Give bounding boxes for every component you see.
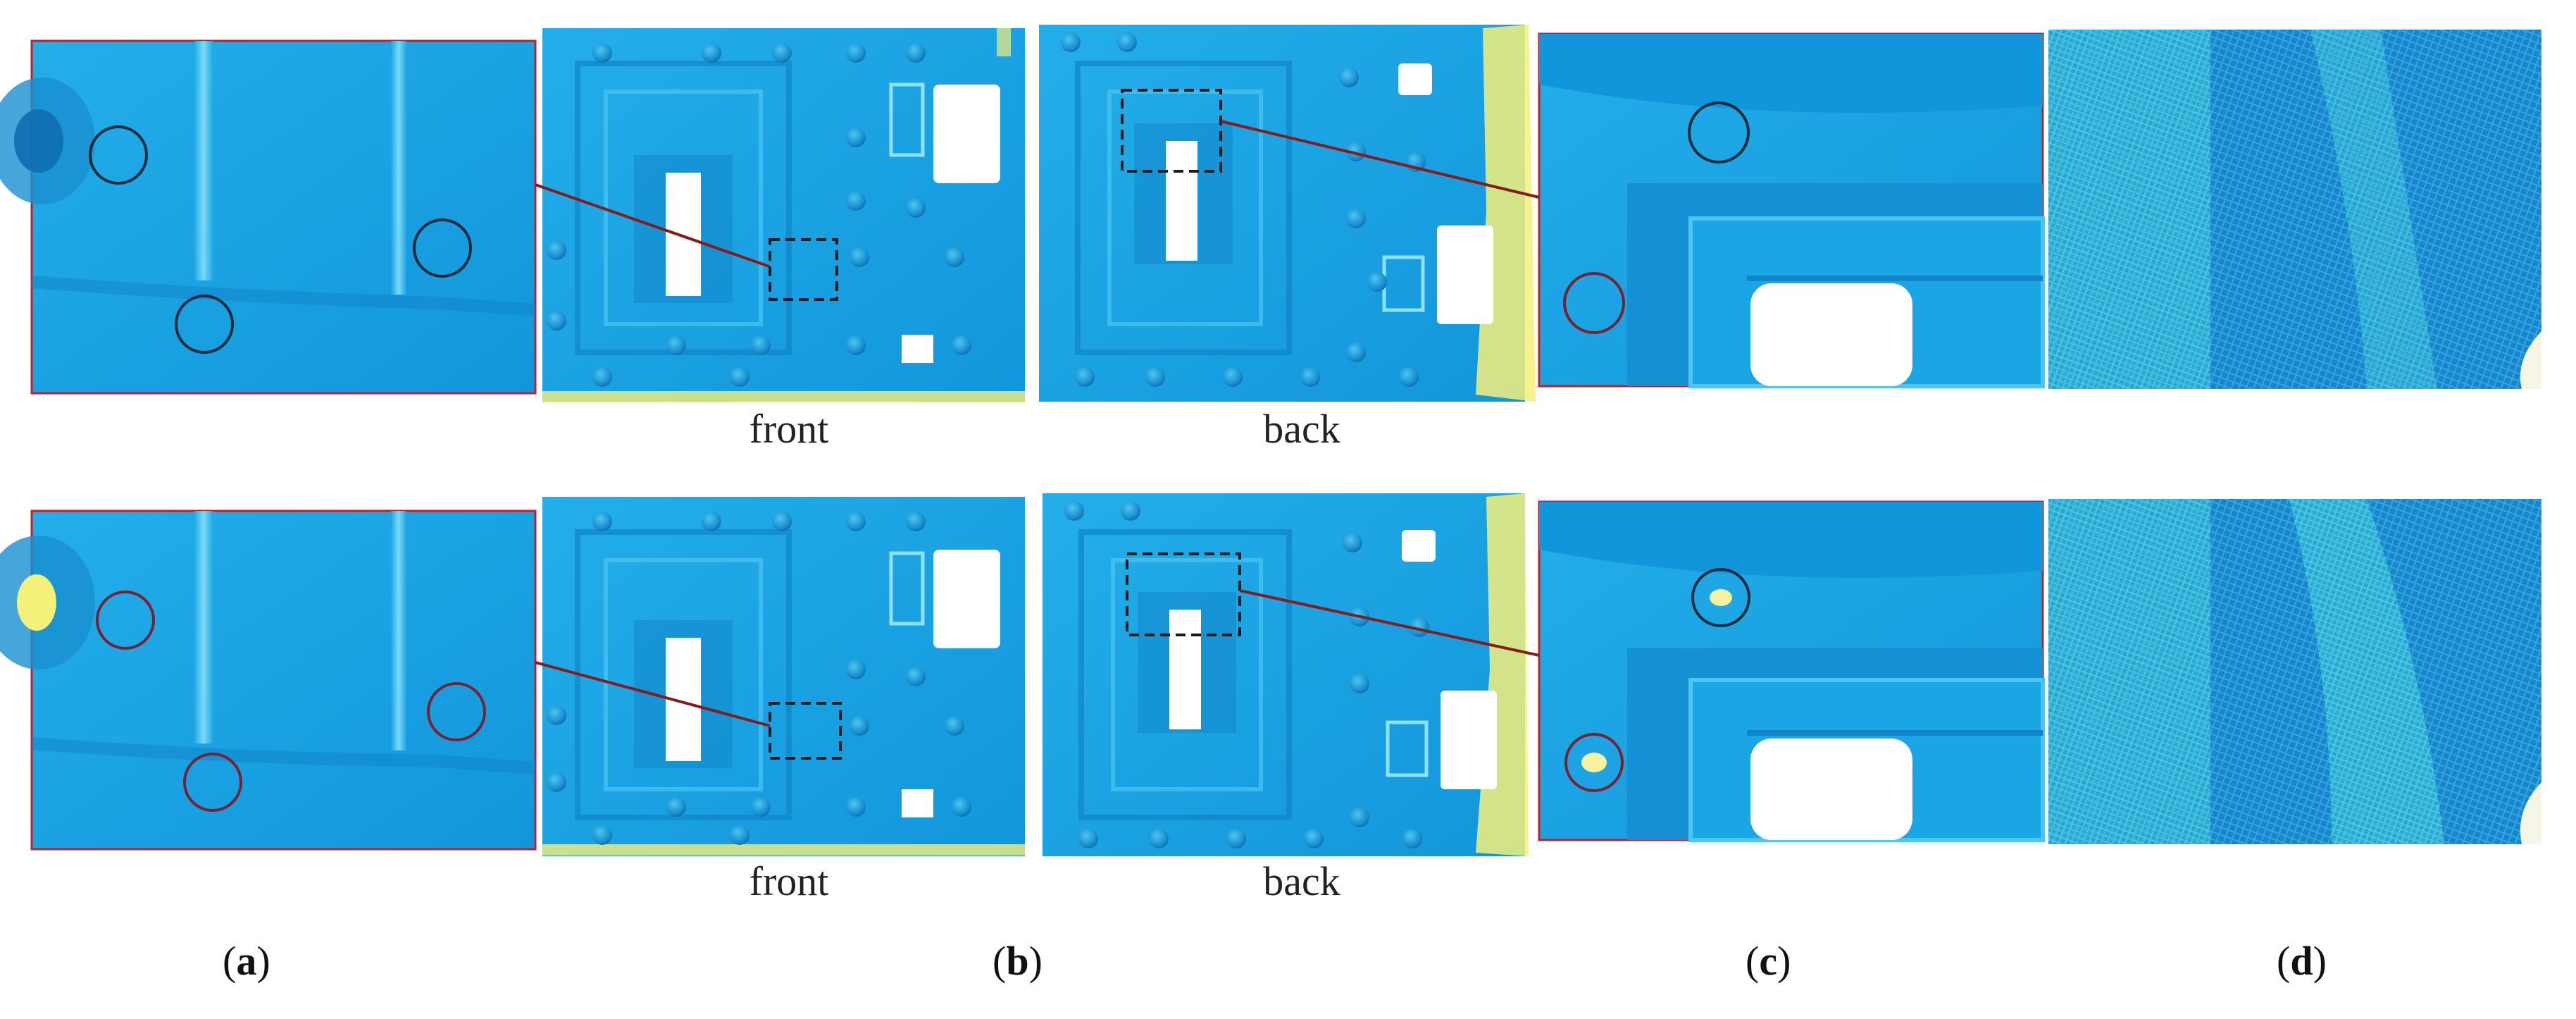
panel-label-a: (a) <box>223 938 270 984</box>
marker-circle <box>175 295 234 354</box>
panel-label-b: (b) <box>993 938 1043 984</box>
scan-back-bottom <box>1043 493 1529 856</box>
scan-front-top <box>542 28 1025 402</box>
scan-front-bottom <box>542 497 1025 856</box>
panel-letter-a: a <box>236 938 257 984</box>
back-label-bottom: back <box>1263 858 1340 904</box>
marker-circle <box>183 753 242 812</box>
connector-line <box>535 183 770 268</box>
panel-letter-b: b <box>1006 938 1029 984</box>
connector-line <box>1239 589 1540 657</box>
panel-letter-c: c <box>1759 938 1778 984</box>
panel-d-bottom <box>2048 499 2541 844</box>
marker-circle <box>89 125 148 185</box>
connector-line <box>535 661 771 727</box>
panel-a-bottom <box>0 510 537 851</box>
marker-circle <box>1688 101 1750 163</box>
panel-label-c: (c) <box>1746 938 1791 984</box>
marker-circle <box>96 591 155 650</box>
front-label-top: front <box>749 406 829 452</box>
panel-d-top <box>2048 30 2541 389</box>
panel-c-bottom <box>1538 500 2045 842</box>
panel-c-top <box>1538 32 2045 388</box>
marker-circle <box>1563 272 1625 334</box>
front-label-bottom: front <box>749 858 829 904</box>
panel-a-top <box>0 39 537 395</box>
marker-circle <box>1691 568 1750 627</box>
marker-circle <box>413 218 472 278</box>
scan-back-top <box>1039 25 1536 402</box>
panel-label-d: (d) <box>2277 938 2327 984</box>
connector-line <box>1220 120 1540 199</box>
marker-circle <box>1564 733 1624 792</box>
panel-letter-d: d <box>2290 938 2313 984</box>
back-label-top: back <box>1263 406 1340 452</box>
marker-circle <box>427 682 486 741</box>
